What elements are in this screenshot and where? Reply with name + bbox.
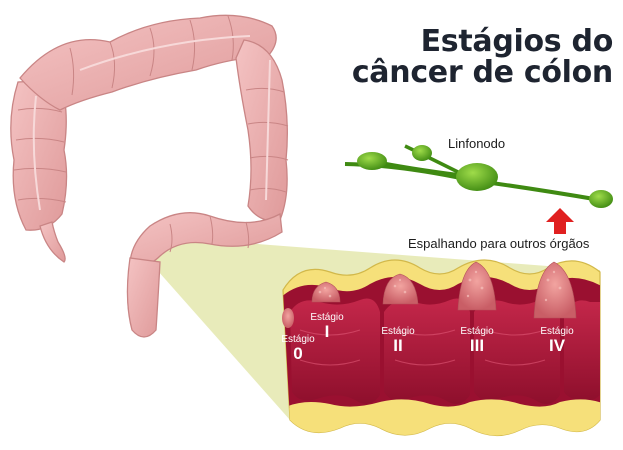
tumor-stage-0 [282, 308, 294, 328]
lymph-node-chain [345, 145, 613, 208]
page-title: Estágios do câncer de cólon [352, 26, 613, 88]
stage-0-numeral: 0 [275, 345, 321, 363]
title-line-1: Estágios do [352, 26, 613, 57]
stage-4-label: Estágio IV [534, 326, 580, 355]
title-line-2: câncer de cólon [352, 57, 613, 88]
colon-wall-section [278, 260, 605, 450]
stage-2-label: Estágio II [375, 326, 421, 355]
spreading-arrow-icon [546, 208, 574, 234]
stage-3-numeral: III [454, 337, 500, 355]
stage-3-label: Estágio III [454, 326, 500, 355]
lymph-node-label: Linfonodo [448, 136, 505, 151]
stage-1-label: Estágio I [304, 312, 350, 341]
stage-1-numeral: I [304, 323, 350, 341]
stage-4-numeral: IV [534, 337, 580, 355]
spreading-label: Espalhando para outros órgãos [408, 236, 589, 251]
stage-2-numeral: II [375, 337, 421, 355]
